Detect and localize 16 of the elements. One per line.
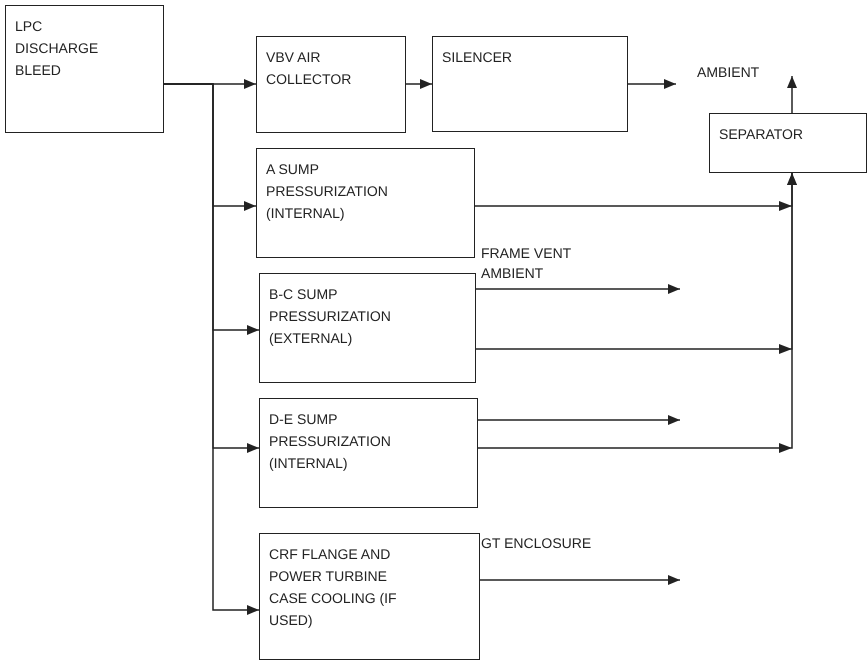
process-box (432, 36, 628, 132)
process-box (259, 398, 478, 508)
process-box (709, 113, 867, 173)
box-label: VBV AIR COLLECTOR (266, 48, 351, 89)
box-label: LPC DISCHARGE BLEED (15, 17, 100, 80)
box-label: A SUMP PRESSURIZATION (INTERNAL) (266, 160, 389, 223)
process-box (259, 273, 476, 383)
box-label: SILENCER (442, 48, 514, 67)
box-label: SEPARATOR (719, 125, 804, 144)
process-box (256, 36, 406, 133)
process-box (259, 533, 480, 660)
box-label: CRF FLANGE AND POWER TURBINE CASE COOLING (IF USED) (269, 545, 398, 630)
process-box (5, 5, 164, 133)
box-label: D-E SUMP PRESSURIZATION (INTERNAL) (269, 410, 392, 473)
process-box (256, 148, 475, 258)
box-label: B-C SUMP PRESSURIZATION (EXTERNAL) (269, 285, 392, 348)
